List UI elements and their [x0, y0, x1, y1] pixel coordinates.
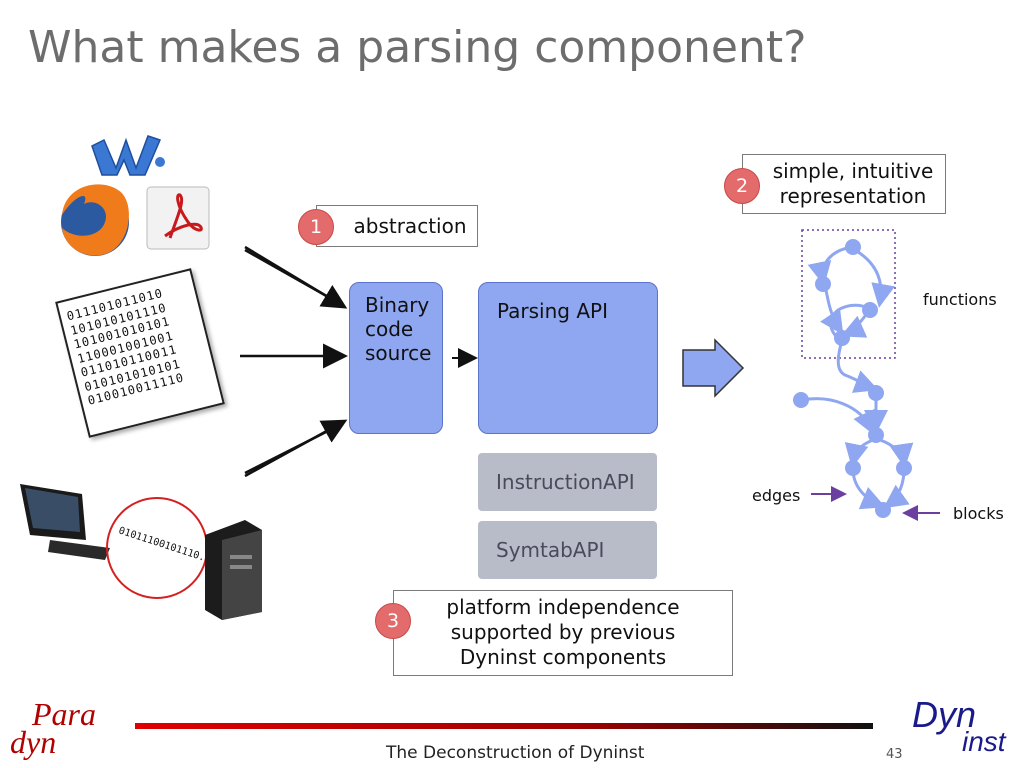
- binary-code-source-block: Binary code source: [349, 282, 443, 434]
- symtab-api-block: SymtabAPI: [478, 521, 657, 579]
- cfg-node: [845, 460, 861, 476]
- parsing-api-label: Parsing API: [497, 299, 608, 323]
- edges-label: edges: [752, 486, 801, 505]
- pdf-icon: [146, 186, 210, 250]
- cfg-node: [875, 502, 891, 518]
- functions-label: functions: [923, 290, 997, 309]
- slide-title: What makes a parsing component?: [28, 22, 807, 73]
- dyninst-logo-bottom: inst: [962, 726, 1006, 757]
- monitor-icon: [20, 484, 110, 560]
- representation-line: simple, intuitive: [772, 159, 934, 183]
- paradyn-logo: Para dyn: [10, 696, 120, 760]
- dyninst-logo-top: Dyn: [912, 694, 977, 735]
- server-icon: [205, 520, 262, 620]
- callout-number-1: 1: [298, 209, 334, 245]
- functions-box: [801, 229, 896, 359]
- cfg-node: [868, 427, 884, 443]
- platform-line: supported by previous: [450, 620, 676, 644]
- cfg-nodes: [793, 239, 912, 518]
- paradyn-logo-bottom: dyn: [10, 724, 57, 760]
- firefox-icon: [61, 184, 129, 256]
- word-icon: [91, 135, 165, 176]
- instruction-api-block: InstructionAPI: [478, 453, 657, 511]
- platform-line: platform independence: [446, 595, 680, 619]
- footer-bar: [135, 723, 873, 729]
- block-label: code: [365, 317, 414, 341]
- block-label: Binary: [365, 293, 430, 317]
- footer-title: The Deconstruction of Dyninst: [386, 743, 645, 763]
- representation-line: representation: [779, 184, 927, 208]
- platform-callout: platform independence supported by previ…: [393, 590, 733, 676]
- dyninst-logo: Dyn inst: [912, 694, 1022, 764]
- cfg-node: [845, 239, 861, 255]
- representation-callout: simple, intuitive representation: [742, 154, 946, 214]
- abstraction-callout: abstraction: [316, 205, 478, 247]
- callout-number-2: 2: [724, 168, 760, 204]
- paradyn-logo-top: Para: [32, 696, 96, 732]
- cfg-node: [868, 385, 884, 401]
- blocks-label: blocks: [953, 504, 1004, 523]
- cfg-node: [793, 392, 809, 408]
- block-label: source: [365, 341, 432, 365]
- parsing-api-block: Parsing API: [478, 282, 658, 434]
- page-number: 43: [886, 747, 903, 762]
- callout-number-3: 3: [375, 603, 411, 639]
- cfg-node: [862, 302, 878, 318]
- cfg-node: [815, 276, 831, 292]
- platform-line: Dyninst components: [459, 645, 667, 669]
- abstraction-label: abstraction: [353, 214, 467, 238]
- cfg-node: [896, 460, 912, 476]
- input-arrows: [240, 245, 478, 478]
- output-block-arrow: [682, 338, 745, 398]
- cfg-node: [834, 330, 850, 346]
- network-bits: 01011100101110...: [117, 525, 218, 567]
